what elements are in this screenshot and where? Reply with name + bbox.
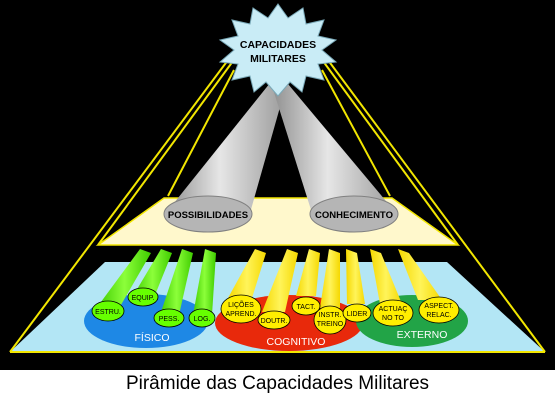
item-doutr: DOUTR. bbox=[257, 310, 291, 330]
item-instr-label-2: TREINO bbox=[317, 321, 344, 328]
group-fisico-label: FÍSICO bbox=[134, 331, 169, 344]
item-estru-label: ESTRU. bbox=[95, 309, 121, 316]
item-aspect-label-2: RELAC. bbox=[426, 312, 451, 319]
item-instr-label-1: INSTR. bbox=[319, 312, 342, 319]
item-licoes-label-1: LIÇÕES bbox=[228, 300, 254, 309]
item-aspect-label-1: ASPECT. bbox=[424, 303, 453, 310]
cone-right bbox=[272, 84, 399, 233]
cone-left bbox=[163, 83, 286, 233]
beams-fisico bbox=[98, 249, 216, 315]
group-externo-label: EXTERNO bbox=[397, 329, 448, 341]
item-doutr-label: DOUTR. bbox=[261, 318, 288, 325]
item-licoes-label-2: APREND. bbox=[225, 311, 256, 318]
item-pess-label: PESS. bbox=[159, 316, 180, 323]
beams-yellow bbox=[228, 249, 442, 312]
item-lider-label: LIDER bbox=[347, 311, 368, 318]
item-log: LOG. bbox=[188, 308, 216, 328]
group-cognitivo-label: COGNITIVO bbox=[267, 336, 326, 348]
apex-star bbox=[218, 3, 338, 97]
item-equip: EQUIP. bbox=[127, 287, 159, 307]
pyramid-outline bbox=[9, 51, 546, 353]
item-aspect: ASPECT. RELAC. bbox=[418, 296, 460, 324]
item-tact-label: TACT. bbox=[297, 304, 316, 311]
item-log-label: LOG. bbox=[194, 316, 211, 323]
apex-title-line2: MILITARES bbox=[250, 53, 306, 65]
figure-caption: Pirâmide das Capacidades Militares bbox=[125, 373, 430, 394]
item-lider: LIDER bbox=[342, 303, 372, 323]
item-estru: ESTRU. bbox=[91, 300, 125, 322]
item-tact: TACT. bbox=[291, 296, 321, 316]
item-actuac-label-2: NO TO bbox=[382, 315, 404, 322]
item-actuac-label-1: ACTUAÇ bbox=[379, 306, 408, 313]
label-possibilidades: POSSIBILIDADES bbox=[168, 210, 248, 221]
item-licoes: LIÇÕES APREND. bbox=[220, 294, 262, 324]
item-instr: INSTR. TREINO bbox=[313, 305, 347, 335]
item-equip-label: EQUIP. bbox=[132, 295, 155, 302]
item-actuac: ACTUAÇ NO TO bbox=[372, 299, 414, 327]
label-conhecimento: CONHECIMENTO bbox=[315, 210, 393, 221]
apex-title-line1: CAPACIDADES bbox=[240, 39, 316, 51]
item-pess: PESS. bbox=[153, 308, 185, 328]
